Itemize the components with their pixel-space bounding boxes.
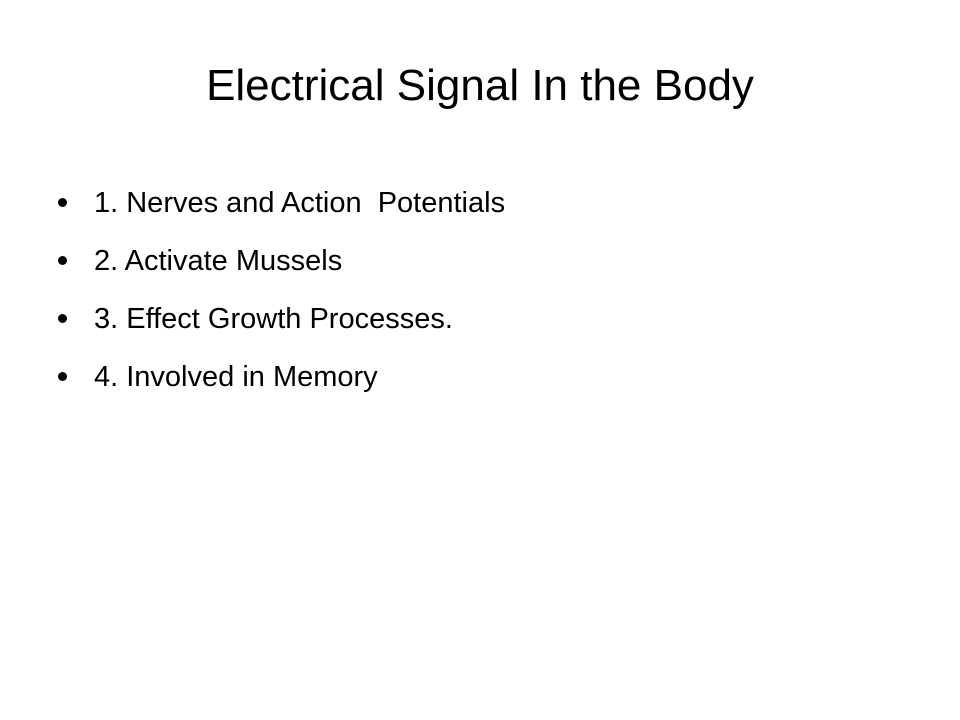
bullet-text: 3. Effect Growth Processes.: [94, 302, 453, 335]
bullet-text: 2. Activate Mussels: [94, 244, 343, 277]
bullet-dot-icon: [58, 256, 67, 265]
bullet-dot-icon: [58, 198, 67, 207]
bullet-item: 1. Nerves and Action Potentials: [58, 174, 898, 232]
bullet-dot-icon: [58, 314, 67, 323]
bullet-list: 1. Nerves and Action Potentials 2. Activ…: [58, 174, 898, 406]
bullet-item: 4. Involved in Memory: [58, 348, 898, 406]
bullet-item: 2. Activate Mussels: [58, 232, 898, 290]
bullet-dot-icon: [58, 372, 67, 381]
bullet-text: 1. Nerves and Action Potentials: [94, 186, 506, 219]
bullet-item: 3. Effect Growth Processes.: [58, 290, 898, 348]
slide-title: Electrical Signal In the Body: [206, 61, 754, 110]
bullet-text: 4. Involved in Memory: [94, 360, 378, 393]
